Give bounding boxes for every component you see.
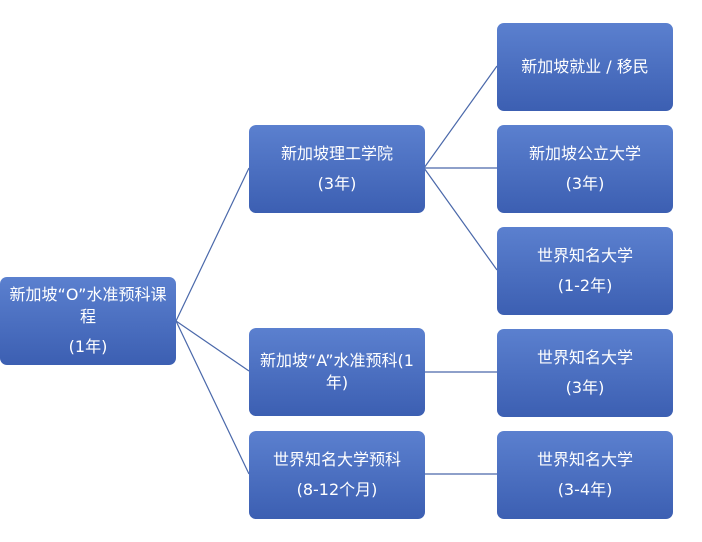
- node-title: 新加坡就业 / 移民: [521, 57, 649, 76]
- connector-mid1-right1: [423, 65, 498, 169]
- node-polytechnic: 新加坡理工学院 (3年): [249, 125, 425, 213]
- node-duration: (1-2年): [557, 276, 613, 295]
- connector-root-mid1: [175, 167, 250, 322]
- node-title: 世界知名大学: [536, 246, 633, 265]
- node-title: 新加坡“O”水准预科课程: [9, 285, 167, 326]
- node-world-university-3: 世界知名大学 (3-4年): [497, 431, 673, 519]
- node-title: 世界知名大学: [536, 348, 633, 367]
- node-title: 新加坡公立大学: [528, 144, 641, 163]
- node-duration: (8-12个月): [296, 480, 378, 499]
- node-employment-immigration: 新加坡就业 / 移民: [497, 23, 673, 111]
- node-duration: (1年): [68, 337, 108, 356]
- connector-root-mid3: [175, 320, 250, 475]
- node-duration: (3年): [317, 174, 357, 193]
- node-a-level-prep: 新加坡“A”水准预科(1年): [249, 328, 425, 416]
- node-world-university-1: 世界知名大学 (1-2年): [497, 227, 673, 315]
- node-duration: (3年): [565, 378, 605, 397]
- node-title: 新加坡“A”水准预科(1年): [260, 351, 414, 392]
- node-public-university: 新加坡公立大学 (3年): [497, 125, 673, 213]
- node-university-foundation: 世界知名大学预科 (8-12个月): [249, 431, 425, 519]
- node-duration: (3年): [565, 174, 605, 193]
- connector-root-mid2: [175, 320, 250, 372]
- node-title: 新加坡理工学院: [280, 144, 393, 163]
- node-o-level-prep: 新加坡“O”水准预科课程 (1年): [0, 277, 176, 365]
- node-world-university-2: 世界知名大学 (3年): [497, 329, 673, 417]
- node-title: 世界知名大学: [536, 450, 633, 469]
- node-duration: (3-4年): [557, 480, 613, 499]
- node-title: 世界知名大学预科: [272, 450, 401, 469]
- connector-mid1-right3: [423, 167, 498, 271]
